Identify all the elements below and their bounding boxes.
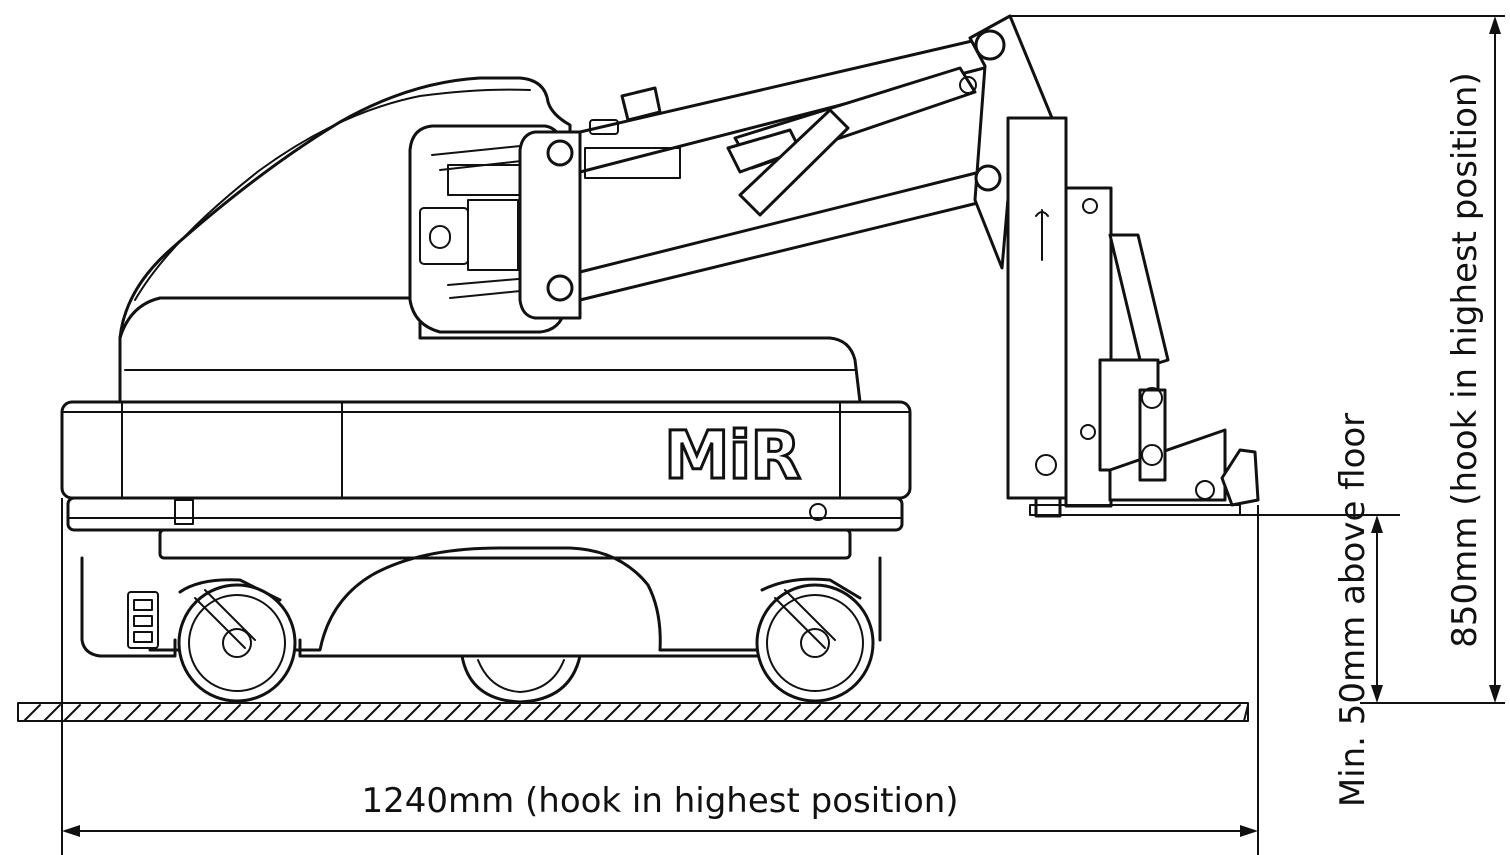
floor-hatch-line <box>583 704 601 722</box>
hook-housing <box>118 76 572 340</box>
floor-hatch-line <box>423 704 441 722</box>
floor-hatch-line <box>1103 704 1121 722</box>
floor-hatch-line <box>723 704 741 722</box>
floor-hatch-line <box>223 704 241 722</box>
floor-hatch-line <box>963 704 981 722</box>
floor-hatch-line <box>743 704 761 722</box>
floor-hatch-line <box>1203 704 1221 722</box>
height-dimension-label: 850mm (hook in highest position) <box>1445 72 1485 648</box>
floor-hatch-line <box>943 704 961 722</box>
floor-hatch-line <box>623 704 641 722</box>
floor-hatch-line <box>183 704 201 722</box>
floor-hatch-line <box>703 704 721 722</box>
floor-hatch-line <box>163 704 181 722</box>
floor-hatch-line <box>463 704 481 722</box>
rear-caster-wheel <box>177 578 297 703</box>
floor-hatch-line <box>603 704 621 722</box>
floor-hatch-line <box>683 704 701 722</box>
floor-hatch-line <box>883 704 901 722</box>
floor-hatch-line <box>243 704 261 722</box>
floor-hatch-line <box>1083 704 1101 722</box>
floor-hatch-line <box>1123 704 1141 722</box>
dimension-lines <box>61 15 1505 855</box>
floor-hatch-line <box>1243 704 1249 722</box>
hook-head <box>1006 116 1260 518</box>
floor-hatch-line <box>523 704 541 722</box>
floor-hatch-line <box>503 704 521 722</box>
front-caster-wheel <box>755 577 875 703</box>
floor-hatch-line <box>543 704 561 722</box>
floor-hatch-line <box>1183 704 1201 722</box>
floor <box>17 702 1249 722</box>
floor-hatch-line <box>63 704 81 722</box>
floor-hatch-line <box>23 704 41 722</box>
floor-hatch-line <box>783 704 801 722</box>
floor-hatch-line <box>1063 704 1081 722</box>
floor-hatch-line <box>283 704 301 722</box>
hook-arm <box>518 14 1054 320</box>
floor-hatch-line <box>123 704 141 722</box>
floor-hatch-line <box>803 704 821 722</box>
floor-hatch-line <box>203 704 221 722</box>
floor-hatch-line <box>303 704 321 722</box>
floor-hatch-line <box>443 704 461 722</box>
floor-hatch-line <box>263 704 281 722</box>
floor-hatch-line <box>1143 704 1161 722</box>
floor-hatch-line <box>1163 704 1181 722</box>
floor-hatch-line <box>383 704 401 722</box>
floor-hatch-line <box>823 704 841 722</box>
floor-hatch-line <box>323 704 341 722</box>
floor-hatch-line <box>1023 704 1041 722</box>
floor-hatch-line <box>763 704 781 722</box>
floor-hatch-line <box>103 704 121 722</box>
floor-hatch-line <box>643 704 661 722</box>
floor-hatch-line <box>1223 704 1241 722</box>
floor-hatch-line <box>483 704 501 722</box>
floor-hatch-line <box>983 704 1001 722</box>
floor-hatch-line <box>343 704 361 722</box>
floor-hatch-line <box>1003 704 1021 722</box>
floor-hatch-line <box>923 704 941 722</box>
clearance-dimension-label: Min. 50mm above floor <box>1333 413 1373 807</box>
floor-hatch-line <box>663 704 681 722</box>
floor-hatch-line <box>43 704 61 722</box>
robot-base <box>60 296 912 658</box>
floor-hatch-line <box>143 704 161 722</box>
floor-hatch-line <box>863 704 881 722</box>
length-dimension-label: 1240mm (hook in highest position) <box>361 781 958 821</box>
floor-hatch-line <box>843 704 861 722</box>
floor-hatch-line <box>83 704 101 722</box>
drive-wheel <box>460 654 582 704</box>
wheels <box>177 577 875 704</box>
floor-hatch-line <box>403 704 421 722</box>
floor-hatch-line <box>563 704 581 722</box>
logo-text: MiR <box>664 417 800 494</box>
floor-hatch-line <box>903 704 921 722</box>
floor-hatch-line <box>1043 704 1061 722</box>
floor-hatch-line <box>363 704 381 722</box>
